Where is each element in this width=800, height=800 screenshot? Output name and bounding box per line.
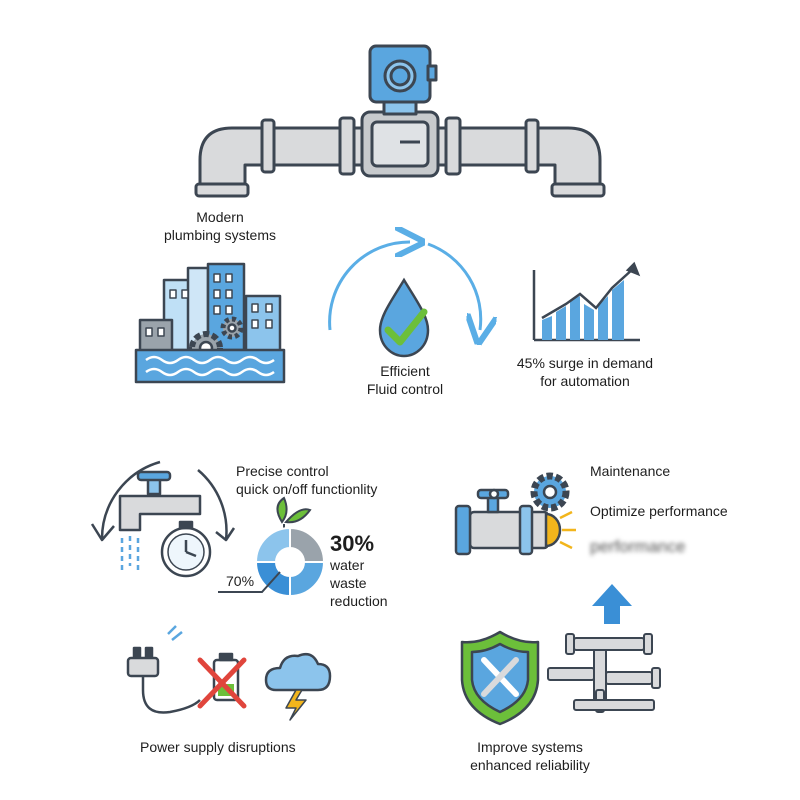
power-disruption-icon <box>126 625 332 721</box>
reliability-shield-icon <box>460 630 540 726</box>
power-disruption-label: Power supply disruptions <box>140 739 296 755</box>
precise-control-label: Precise control quick on/off functionlit… <box>236 462 436 498</box>
precise-line2: quick on/off functionlity <box>236 481 378 497</box>
demand-line1: 45% surge in demand <box>516 355 654 371</box>
demand-line2: for automation <box>540 373 630 389</box>
efficient-fluid-label: Efficient Fluid control <box>340 362 470 398</box>
reliability-label: Improve systems enhanced reliability <box>440 738 620 774</box>
waste-label: water waste reduction <box>330 556 388 610</box>
modern-plumbing-label: Modern plumbing systems <box>140 208 300 244</box>
growth-chart-icon <box>532 261 641 342</box>
waste-line3: reduction <box>330 593 388 609</box>
water-reduction-donut-icon <box>218 496 326 598</box>
city-icon <box>134 262 286 384</box>
optimize-performance-label: Optimize performance <box>590 503 728 519</box>
pipe-valve-icon <box>194 44 606 198</box>
efficient-line2: Fluid control <box>366 381 444 397</box>
waste-line2: waste <box>330 575 367 591</box>
demand-surge-label: 45% surge in demand for automation <box>500 354 670 390</box>
reliability-line2: enhanced reliability <box>470 757 590 773</box>
waste-percent: 30% <box>330 531 375 556</box>
precise-line1: Precise control <box>236 463 329 479</box>
maintenance-pipe-icon <box>454 472 576 556</box>
water-drop-check-icon <box>378 277 430 358</box>
reliability-line1: Improve systems <box>477 739 583 755</box>
modern-plumbing-line2: plumbing systems <box>163 227 277 243</box>
pie-70-label: 70% <box>226 573 255 589</box>
cycle-arrow-icon <box>328 242 481 330</box>
blurred-performance-label: performance <box>590 537 686 556</box>
up-arrow-icon <box>592 584 632 624</box>
waste-line1: water <box>330 557 365 573</box>
modern-plumbing-line1: Modern <box>196 209 244 225</box>
maintenance-label: Maintenance <box>590 463 671 479</box>
pipe-network-icon <box>547 633 661 713</box>
faucet-timer-icon <box>90 460 236 578</box>
efficient-line1: Efficient <box>380 363 430 379</box>
